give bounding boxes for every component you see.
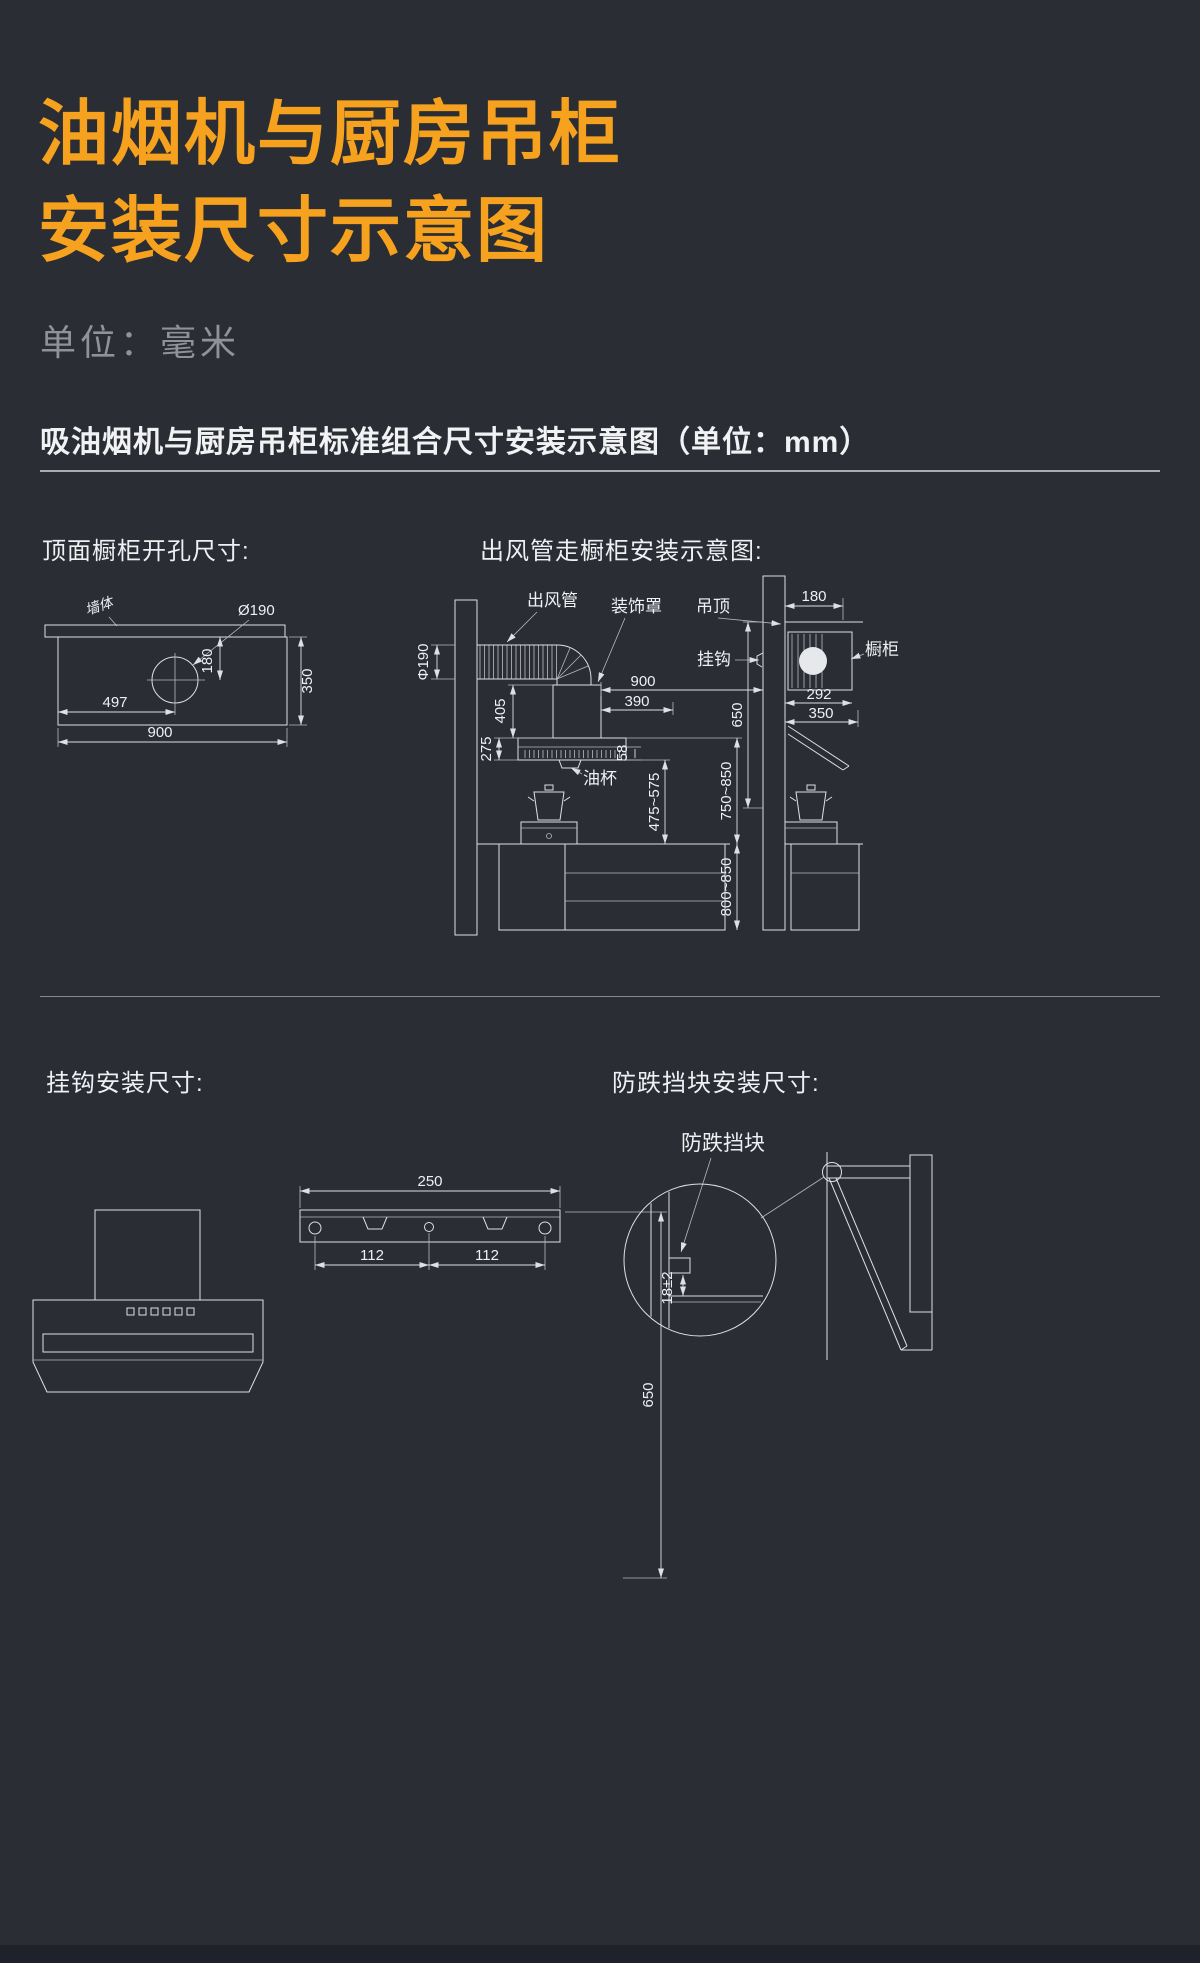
mid-divider [40, 996, 1160, 997]
footer-strip [0, 1945, 1200, 1963]
detail-circle [623, 1183, 777, 1337]
dim-phi190: Φ190 [415, 644, 432, 681]
dim-180: 180 [801, 588, 826, 605]
hook-slot [362, 1216, 388, 1230]
dim-497: 497 [102, 694, 127, 711]
slant-hood-profile [787, 725, 850, 771]
hook-install-diagram: 250 112 112 650 [32, 1173, 667, 1579]
right-stove [784, 784, 838, 845]
dim-180: 180 [199, 648, 216, 673]
subtitle-rule [40, 470, 1160, 472]
dim-350: 350 [299, 668, 316, 693]
vent-strip [42, 1333, 254, 1353]
dim-390: 390 [624, 693, 649, 710]
page-title-line2: 安装尺寸示意图 [38, 192, 550, 272]
ceiling-label: 吊顶 [696, 597, 730, 616]
heading-hook-install: 挂钩安装尺寸: [46, 1070, 204, 1097]
dim-58: 58 [614, 745, 631, 762]
hood-body [517, 737, 627, 761]
block-install-diagram: 防跌挡块 18±2 [623, 1132, 933, 1360]
heading-top-cutout: 顶面橱柜开孔尺寸: [42, 538, 250, 565]
dim-405: 405 [492, 698, 509, 723]
hook-slot [482, 1216, 508, 1230]
dim-292: 292 [806, 686, 831, 703]
right-cabinet [787, 631, 853, 691]
left-wall-hatch [454, 599, 478, 936]
dim-275: 275 [478, 736, 495, 761]
subtitle: 吸油烟机与厨房吊柜标准组合尺寸安装示意图（单位：mm） [40, 426, 871, 459]
hood-side-view [760, 1152, 933, 1360]
dim-800-850: 800~850 [718, 858, 735, 917]
left-base-cabinet [498, 843, 726, 931]
unit-note: 单位：毫米 [40, 322, 241, 363]
hole-dia-label: Ø190 [238, 602, 275, 619]
dim-475-575: 475~575 [646, 773, 663, 832]
dim-112-right: 112 [475, 1247, 499, 1264]
decorative-cover [552, 684, 602, 739]
duct-label: 出风管 [527, 591, 578, 610]
cabinet-label: 橱柜 [865, 640, 899, 659]
cover-label: 装饰罩 [611, 597, 662, 616]
cabinet-top-outline [57, 636, 288, 726]
heading-duct-install: 出风管走橱柜安装示意图: [480, 538, 763, 565]
wall-hatch-strip [44, 624, 286, 638]
mounting-bracket: 250 112 112 [299, 1173, 561, 1270]
page-title-line1: 油烟机与厨房吊柜 [38, 95, 623, 174]
dim-250: 250 [417, 1173, 442, 1190]
detail-content [650, 1185, 763, 1335]
hood-front-view [32, 1209, 264, 1393]
dim-650: 650 [729, 702, 746, 727]
chimney-side [909, 1154, 933, 1313]
dim-750-850: 750~850 [718, 762, 735, 821]
oil-cup [558, 759, 582, 769]
dim-112-left: 112 [360, 1247, 384, 1264]
dim-350: 350 [808, 705, 833, 722]
dim-900: 900 [147, 724, 172, 741]
anti-fall-block [668, 1257, 691, 1274]
wall-section [650, 1185, 670, 1335]
hook-glyph [756, 652, 764, 668]
wall-label: 墙体 [83, 593, 116, 617]
right-wall-hatch [762, 575, 786, 931]
left-stove [520, 784, 578, 845]
dim-650: 650 [640, 1382, 657, 1407]
oil-cup-label: 油杯 [583, 769, 617, 788]
detail-marker-circle [822, 1162, 842, 1182]
right-base-cabinet [790, 843, 860, 931]
block-label: 防跌挡块 [681, 1132, 765, 1155]
heading-block-install: 防跌挡块安装尺寸: [612, 1070, 820, 1097]
duct-install-diagram: 出风管 装饰罩 吊顶 挂钩 橱柜 油杯 Φ190 180 900 390 405… [415, 575, 899, 936]
exhaust-duct [477, 644, 592, 685]
dim-900: 900 [630, 673, 655, 690]
chimney [94, 1209, 201, 1301]
duct-hole [799, 647, 827, 675]
top-cutout-diagram: 墙体 Ø190 497 180 350 900 [44, 593, 316, 747]
page-title: 油烟机与厨房吊柜 安装尺寸示意图 [38, 86, 622, 281]
hook-label: 挂钩 [697, 650, 731, 669]
dim-18: 18±2 [659, 1271, 676, 1304]
